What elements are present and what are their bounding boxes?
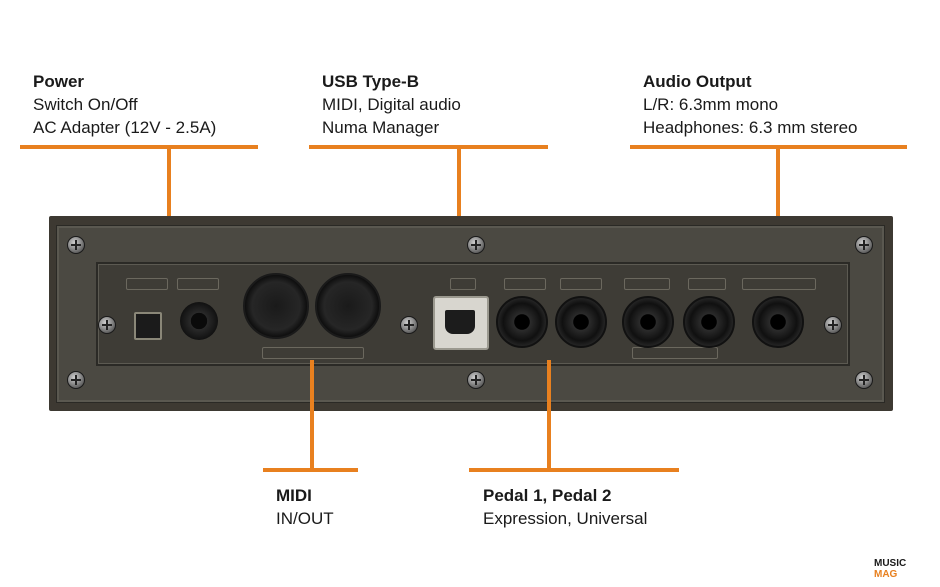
screw-icon [467,371,485,389]
audio-desc-1: L/R: 6.3mm mono [643,95,779,114]
pedal-leader-line [547,360,551,468]
headphones-jack[interactable] [752,296,804,348]
usb-b-socket [445,310,475,334]
usb-desc-2: Numa Manager [322,118,440,137]
audio-title: Audio Output [643,72,752,91]
panel-label-mark [560,278,602,290]
power-leader-line [167,148,171,256]
pedal-desc-1: Expression, Universal [483,509,648,528]
panel-label-mark [262,347,364,359]
pedal-title: Pedal 1, Pedal 2 [483,486,612,505]
power-callout: Power Switch On/Off AC Adapter (12V - 2.… [33,70,216,139]
midi-out-port[interactable] [315,273,381,339]
panel-label-mark [688,278,726,290]
midi-callout: MIDI IN/OUT [276,484,334,530]
panel-label-mark [126,278,168,290]
panel-label-mark [742,278,816,290]
midi-underline [263,468,358,472]
screw-icon [467,236,485,254]
audio-out-r-jack[interactable] [683,296,735,348]
usb-b-port[interactable] [433,296,489,350]
screw-icon [67,236,85,254]
screw-icon [67,371,85,389]
pedal-callout: Pedal 1, Pedal 2 Expression, Universal [483,484,647,530]
screw-icon [400,316,418,334]
audio-underline [630,145,907,149]
audio-leader-line [776,148,780,256]
usb-underline [309,145,548,149]
panel-label-mark [450,278,476,290]
dc-power-jack[interactable] [180,302,218,340]
pedal-2-jack[interactable] [555,296,607,348]
midi-desc-1: IN/OUT [276,509,334,528]
watermark-line-2: MAG [874,569,898,580]
audio-desc-2: Headphones: 6.3 mm stereo [643,118,858,137]
screw-icon [98,316,116,334]
power-switch[interactable] [134,312,162,340]
power-title: Power [33,72,85,91]
watermark-line-1: MUSIC [874,558,907,569]
panel-label-mark [177,278,219,290]
screw-icon [855,236,873,254]
usb-title: USB Type-B [322,72,419,91]
usb-callout: USB Type-B MIDI, Digital audio Numa Mana… [322,70,461,139]
musicmag-watermark: MUSIC MAG [874,558,906,580]
panel-label-mark [632,347,718,359]
usb-desc-1: MIDI, Digital audio [322,95,461,114]
power-underline [20,145,258,149]
screw-icon [824,316,842,334]
audio-out-l-jack[interactable] [622,296,674,348]
midi-in-port[interactable] [243,273,309,339]
usb-leader-line [457,148,461,256]
power-desc-2: AC Adapter (12V - 2.5A) [33,118,217,137]
panel-label-mark [504,278,546,290]
pedal-1-jack[interactable] [496,296,548,348]
screw-icon [855,371,873,389]
midi-title: MIDI [276,486,312,505]
power-desc-1: Switch On/Off [33,95,138,114]
panel-label-mark [624,278,670,290]
midi-leader-line [310,360,314,468]
audio-callout: Audio Output L/R: 6.3mm mono Headphones:… [643,70,858,139]
pedal-underline [469,468,679,472]
